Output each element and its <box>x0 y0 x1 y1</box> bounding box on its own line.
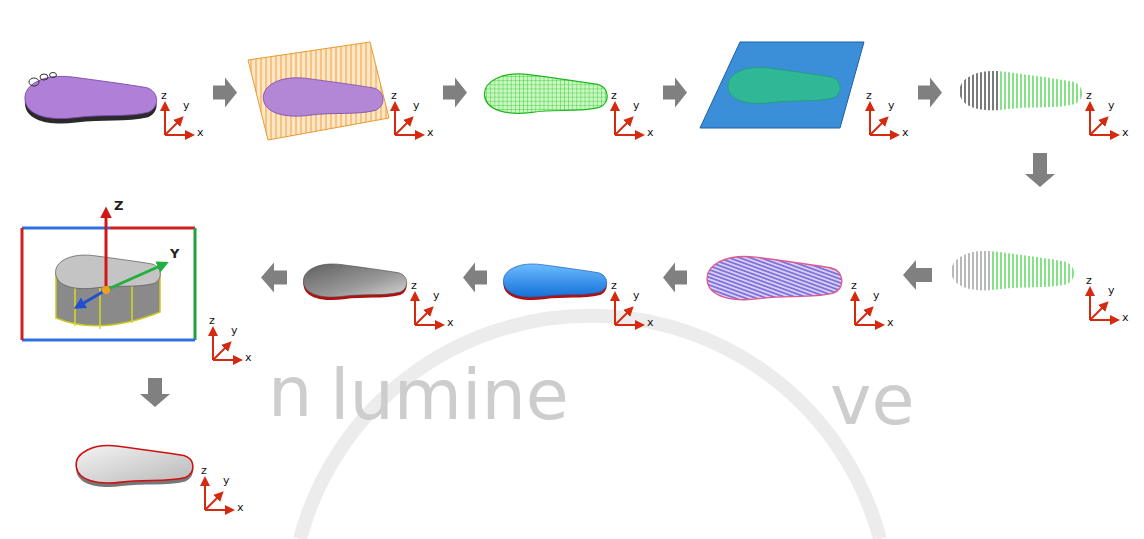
flow-arrow <box>140 378 170 407</box>
axis-label: x <box>647 316 654 329</box>
axis-label: x <box>447 316 454 329</box>
solid-insole-figure <box>303 264 406 300</box>
process-step-panel: z y x <box>60 410 250 525</box>
axis-label: y <box>633 99 640 112</box>
axis-label: y <box>888 99 895 112</box>
axis-label: x <box>245 351 252 364</box>
process-step-panel: z y x <box>290 215 460 340</box>
axis-label: x <box>887 316 894 329</box>
axis-label: x <box>647 126 654 139</box>
process-step-panel: z y x <box>470 35 660 150</box>
axis-label: x <box>1122 311 1129 324</box>
final-insole-figure <box>76 446 193 487</box>
watermark-text: ve <box>830 360 915 440</box>
flow-arrow <box>1025 153 1055 187</box>
axis-label: y <box>183 99 190 112</box>
axis-label: z <box>611 279 617 292</box>
axis-label: y <box>413 99 420 112</box>
axis-label: x <box>427 126 434 139</box>
flow-arrow <box>443 78 467 108</box>
mesh-foot-figure <box>484 74 607 113</box>
axis-label: z <box>1086 274 1092 287</box>
flow-arrow <box>463 263 487 293</box>
gizmo-axis-label: Z <box>114 198 123 213</box>
process-step-panel: z y x <box>945 35 1135 150</box>
trimmed-contour-figure <box>940 240 1090 300</box>
watermark-text: lumine <box>330 355 569 435</box>
axis-label: z <box>1086 89 1092 102</box>
watermark-arc <box>300 316 880 539</box>
axis-label: x <box>197 126 204 139</box>
watermark-text: n <box>268 352 312 432</box>
axis-label: y <box>873 289 880 302</box>
axis-label: x <box>902 126 909 139</box>
axis-triad <box>165 109 1112 510</box>
axis-label: z <box>201 464 207 477</box>
axis-label: y <box>1108 284 1115 297</box>
axis-label: z <box>851 279 857 292</box>
foot-scan-figure <box>25 73 157 124</box>
axis-label: z <box>411 279 417 292</box>
contour-lines-figure <box>950 60 1090 120</box>
process-step-panel: z y x <box>690 215 900 340</box>
axis-label: z <box>391 89 397 102</box>
section-curves-figure <box>707 257 842 300</box>
surface-figure <box>503 264 606 300</box>
gizmo-axis-label: Y <box>170 246 179 261</box>
flow-arrow <box>213 78 237 108</box>
process-step-panel: z y x <box>935 190 1135 335</box>
axis-label: y <box>433 289 440 302</box>
process-step-panel: z y x <box>240 35 440 150</box>
flow-arrow <box>903 260 932 290</box>
axis-label: y <box>1108 99 1115 112</box>
axis-label: x <box>1122 126 1129 139</box>
flow-arrow <box>663 78 687 108</box>
axis-label: x <box>237 501 244 514</box>
process-step-panel: Z Yz y x <box>15 195 258 375</box>
axis-label: z <box>161 89 167 102</box>
axis-label: z <box>209 314 215 327</box>
axis-label: z <box>611 89 617 102</box>
flow-arrow <box>663 263 687 293</box>
axis-label: y <box>633 289 640 302</box>
axis-label: y <box>231 324 238 337</box>
flow-arrow <box>918 78 942 108</box>
flow-arrow <box>261 263 287 293</box>
extrusion-gizmo-figure <box>22 216 195 340</box>
process-step-panel: z y x <box>10 35 210 150</box>
process-step-panel: z y x <box>690 35 915 150</box>
axis-label: y <box>223 474 230 487</box>
axis-label: z <box>866 89 872 102</box>
plane-figure <box>700 42 864 128</box>
bounding-box-figure <box>248 42 389 140</box>
process-step-panel: z y x <box>490 215 660 340</box>
